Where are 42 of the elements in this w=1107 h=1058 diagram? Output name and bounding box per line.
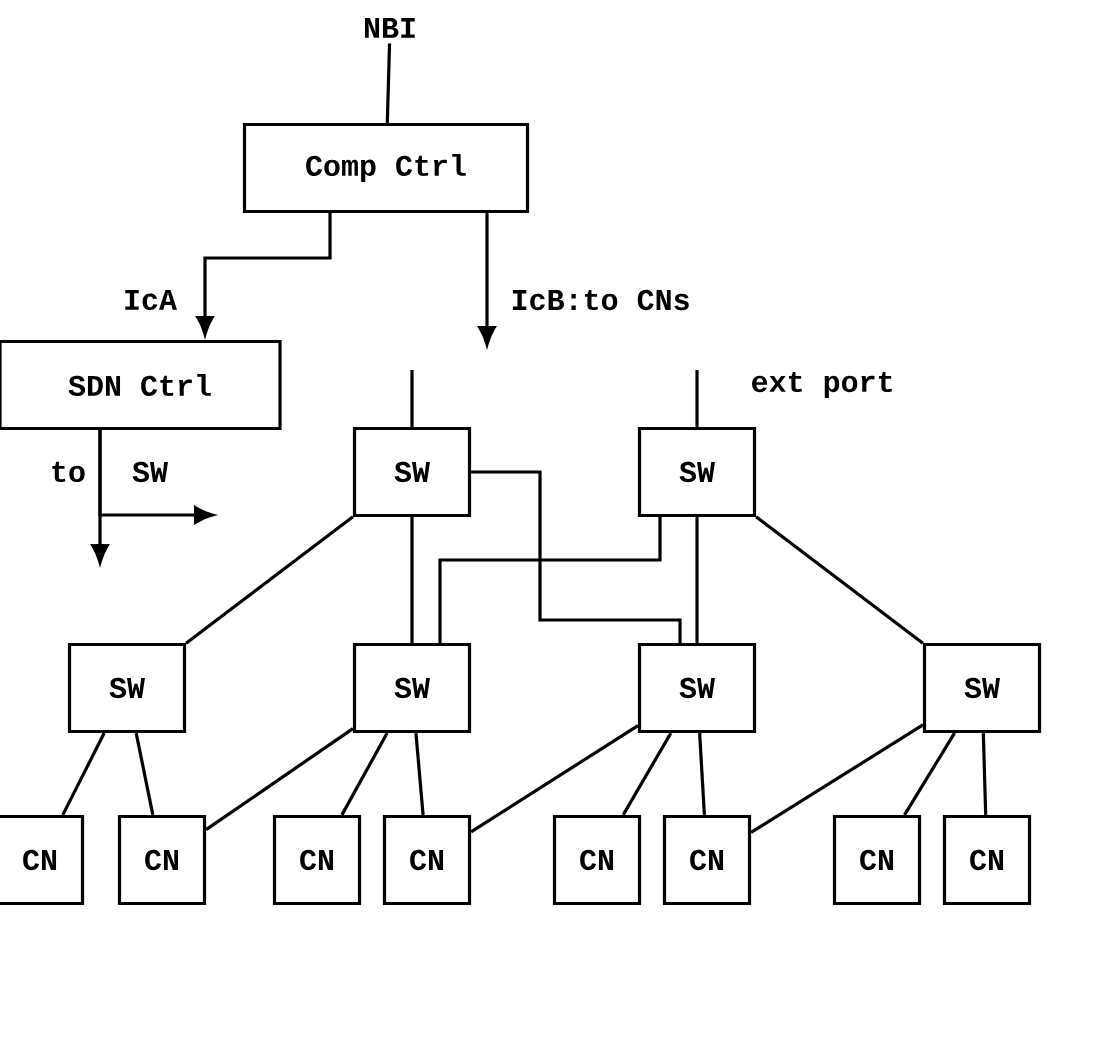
- connector-line: [903, 732, 956, 816]
- compute-node-box: CN: [832, 814, 922, 906]
- compute-node-box: CN: [0, 814, 85, 906]
- connector-line: [185, 515, 354, 645]
- compute-node-box: CN: [942, 814, 1032, 906]
- connector-line: [470, 724, 639, 834]
- text-label: NBI: [365, 18, 415, 38]
- switch-box: SW: [922, 642, 1042, 734]
- compute-node-box: CN: [662, 814, 752, 906]
- connector-line: [205, 727, 354, 831]
- edge-label: ext port: [746, 367, 899, 403]
- connector-line: [61, 732, 106, 816]
- switch-box: SW: [637, 426, 757, 518]
- connector-line: [695, 370, 699, 427]
- edge-label: IcA: [119, 285, 181, 314]
- connector-line: [340, 732, 389, 816]
- connector-line: [410, 370, 414, 427]
- switch-box: SW: [352, 426, 472, 518]
- connector-line: [981, 733, 988, 815]
- compute-node-box: CN: [272, 814, 362, 906]
- switch-box: SW: [637, 642, 757, 734]
- connector-line: [621, 732, 673, 816]
- compute-node-box: CN: [117, 814, 207, 906]
- compute-node-box: CN: [552, 814, 642, 906]
- connector-line: [438, 517, 662, 643]
- connector-line: [698, 733, 706, 815]
- connector-line: [385, 43, 392, 123]
- connector-line: [695, 517, 699, 643]
- compute-node-box: CN: [382, 814, 472, 906]
- connector-line: [471, 470, 682, 643]
- switch-box: SW: [352, 642, 472, 734]
- text-label: to: [46, 457, 90, 487]
- connector-line: [134, 732, 155, 816]
- connector-line: [750, 723, 924, 834]
- connector-line: [755, 515, 924, 645]
- edge-label: IcB:to CNs: [506, 285, 695, 315]
- switch-box: SW: [67, 642, 187, 734]
- connector-line: [414, 732, 425, 816]
- text-label: SW: [128, 457, 172, 487]
- controller-box: Comp Ctrl: [242, 122, 530, 214]
- controller-box: SDN Ctrl: [0, 339, 282, 431]
- connector-line: [410, 517, 414, 643]
